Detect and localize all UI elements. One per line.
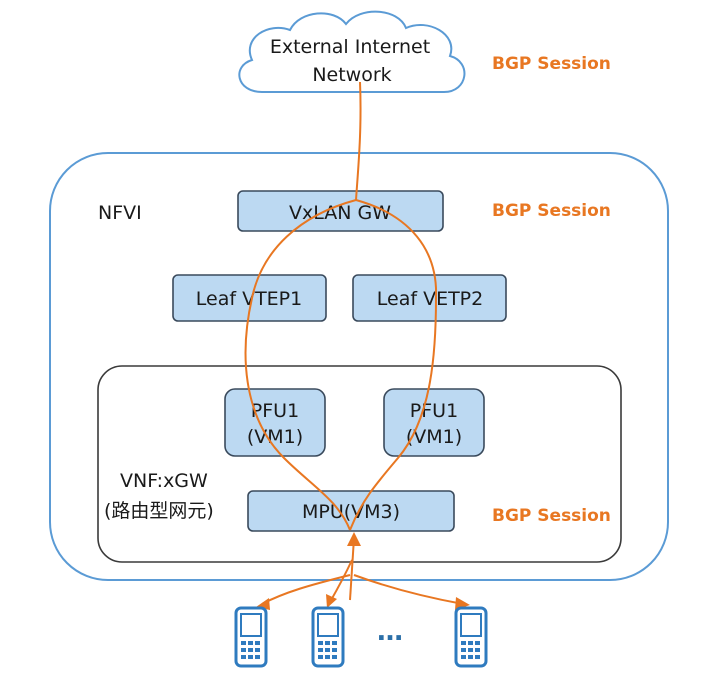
right-loop-path bbox=[349, 199, 438, 531]
link-arrow-mpu bbox=[349, 537, 355, 601]
leaf-vtep1-label: Leaf VTEP1 bbox=[196, 288, 302, 310]
mpu-label: MPU(VM3) bbox=[302, 501, 400, 523]
pfu-right-label-line2: (VM1) bbox=[406, 426, 462, 448]
nfvi-label: NFVI bbox=[98, 202, 142, 224]
arrowhead-phone-2 bbox=[326, 594, 337, 608]
bgp-session-paths bbox=[244, 81, 438, 531]
pfu-left-label-line2: (VM1) bbox=[247, 426, 303, 448]
cloud-shape bbox=[238, 10, 466, 93]
mobile-phone-icon bbox=[311, 606, 345, 668]
vnf-region bbox=[97, 365, 622, 563]
leaf-vtep1-node: Leaf VTEP1 bbox=[172, 274, 327, 322]
pfu-left-node: PFU1 (VM1) bbox=[224, 388, 326, 457]
bgp-session-label-bottom: BGP Session bbox=[492, 506, 611, 526]
link-phone-4 bbox=[353, 574, 464, 605]
pfu-right-label-line1: PFU1 bbox=[410, 400, 458, 422]
vnf-label-line2: (路由型网元) bbox=[104, 500, 214, 522]
mpu-node: MPU(VM3) bbox=[247, 490, 455, 532]
arrowhead-mpu bbox=[347, 532, 361, 546]
device-ellipsis: … bbox=[377, 617, 403, 647]
mobile-phone-icon bbox=[454, 606, 488, 668]
cloud-label-line1: External Internet bbox=[270, 36, 430, 58]
leaf-vetp2-node: Leaf VETP2 bbox=[352, 274, 507, 322]
pfu-right-node: PFU1 (VM1) bbox=[383, 388, 485, 457]
left-loop-path bbox=[244, 199, 357, 531]
cloud-label-line2: Network bbox=[312, 64, 391, 86]
bgp-session-label-top: BGP Session bbox=[492, 54, 611, 74]
vnf-label-line1: VNF:xGW bbox=[120, 470, 208, 492]
arrowhead-phone-4 bbox=[455, 597, 470, 610]
device-links bbox=[256, 532, 470, 610]
uplink-path bbox=[355, 81, 362, 201]
vxlan-gw-node: VxLAN GW bbox=[237, 190, 444, 232]
leaf-vetp2-label: Leaf VETP2 bbox=[377, 288, 483, 310]
mobile-phone-icon bbox=[234, 606, 268, 668]
external-network-cloud: External Internet Network bbox=[238, 10, 466, 93]
pfu-left-label-line1: PFU1 bbox=[251, 400, 299, 422]
bgp-session-label-middle: BGP Session bbox=[492, 201, 611, 221]
vxlan-gw-label: VxLAN GW bbox=[289, 202, 391, 224]
